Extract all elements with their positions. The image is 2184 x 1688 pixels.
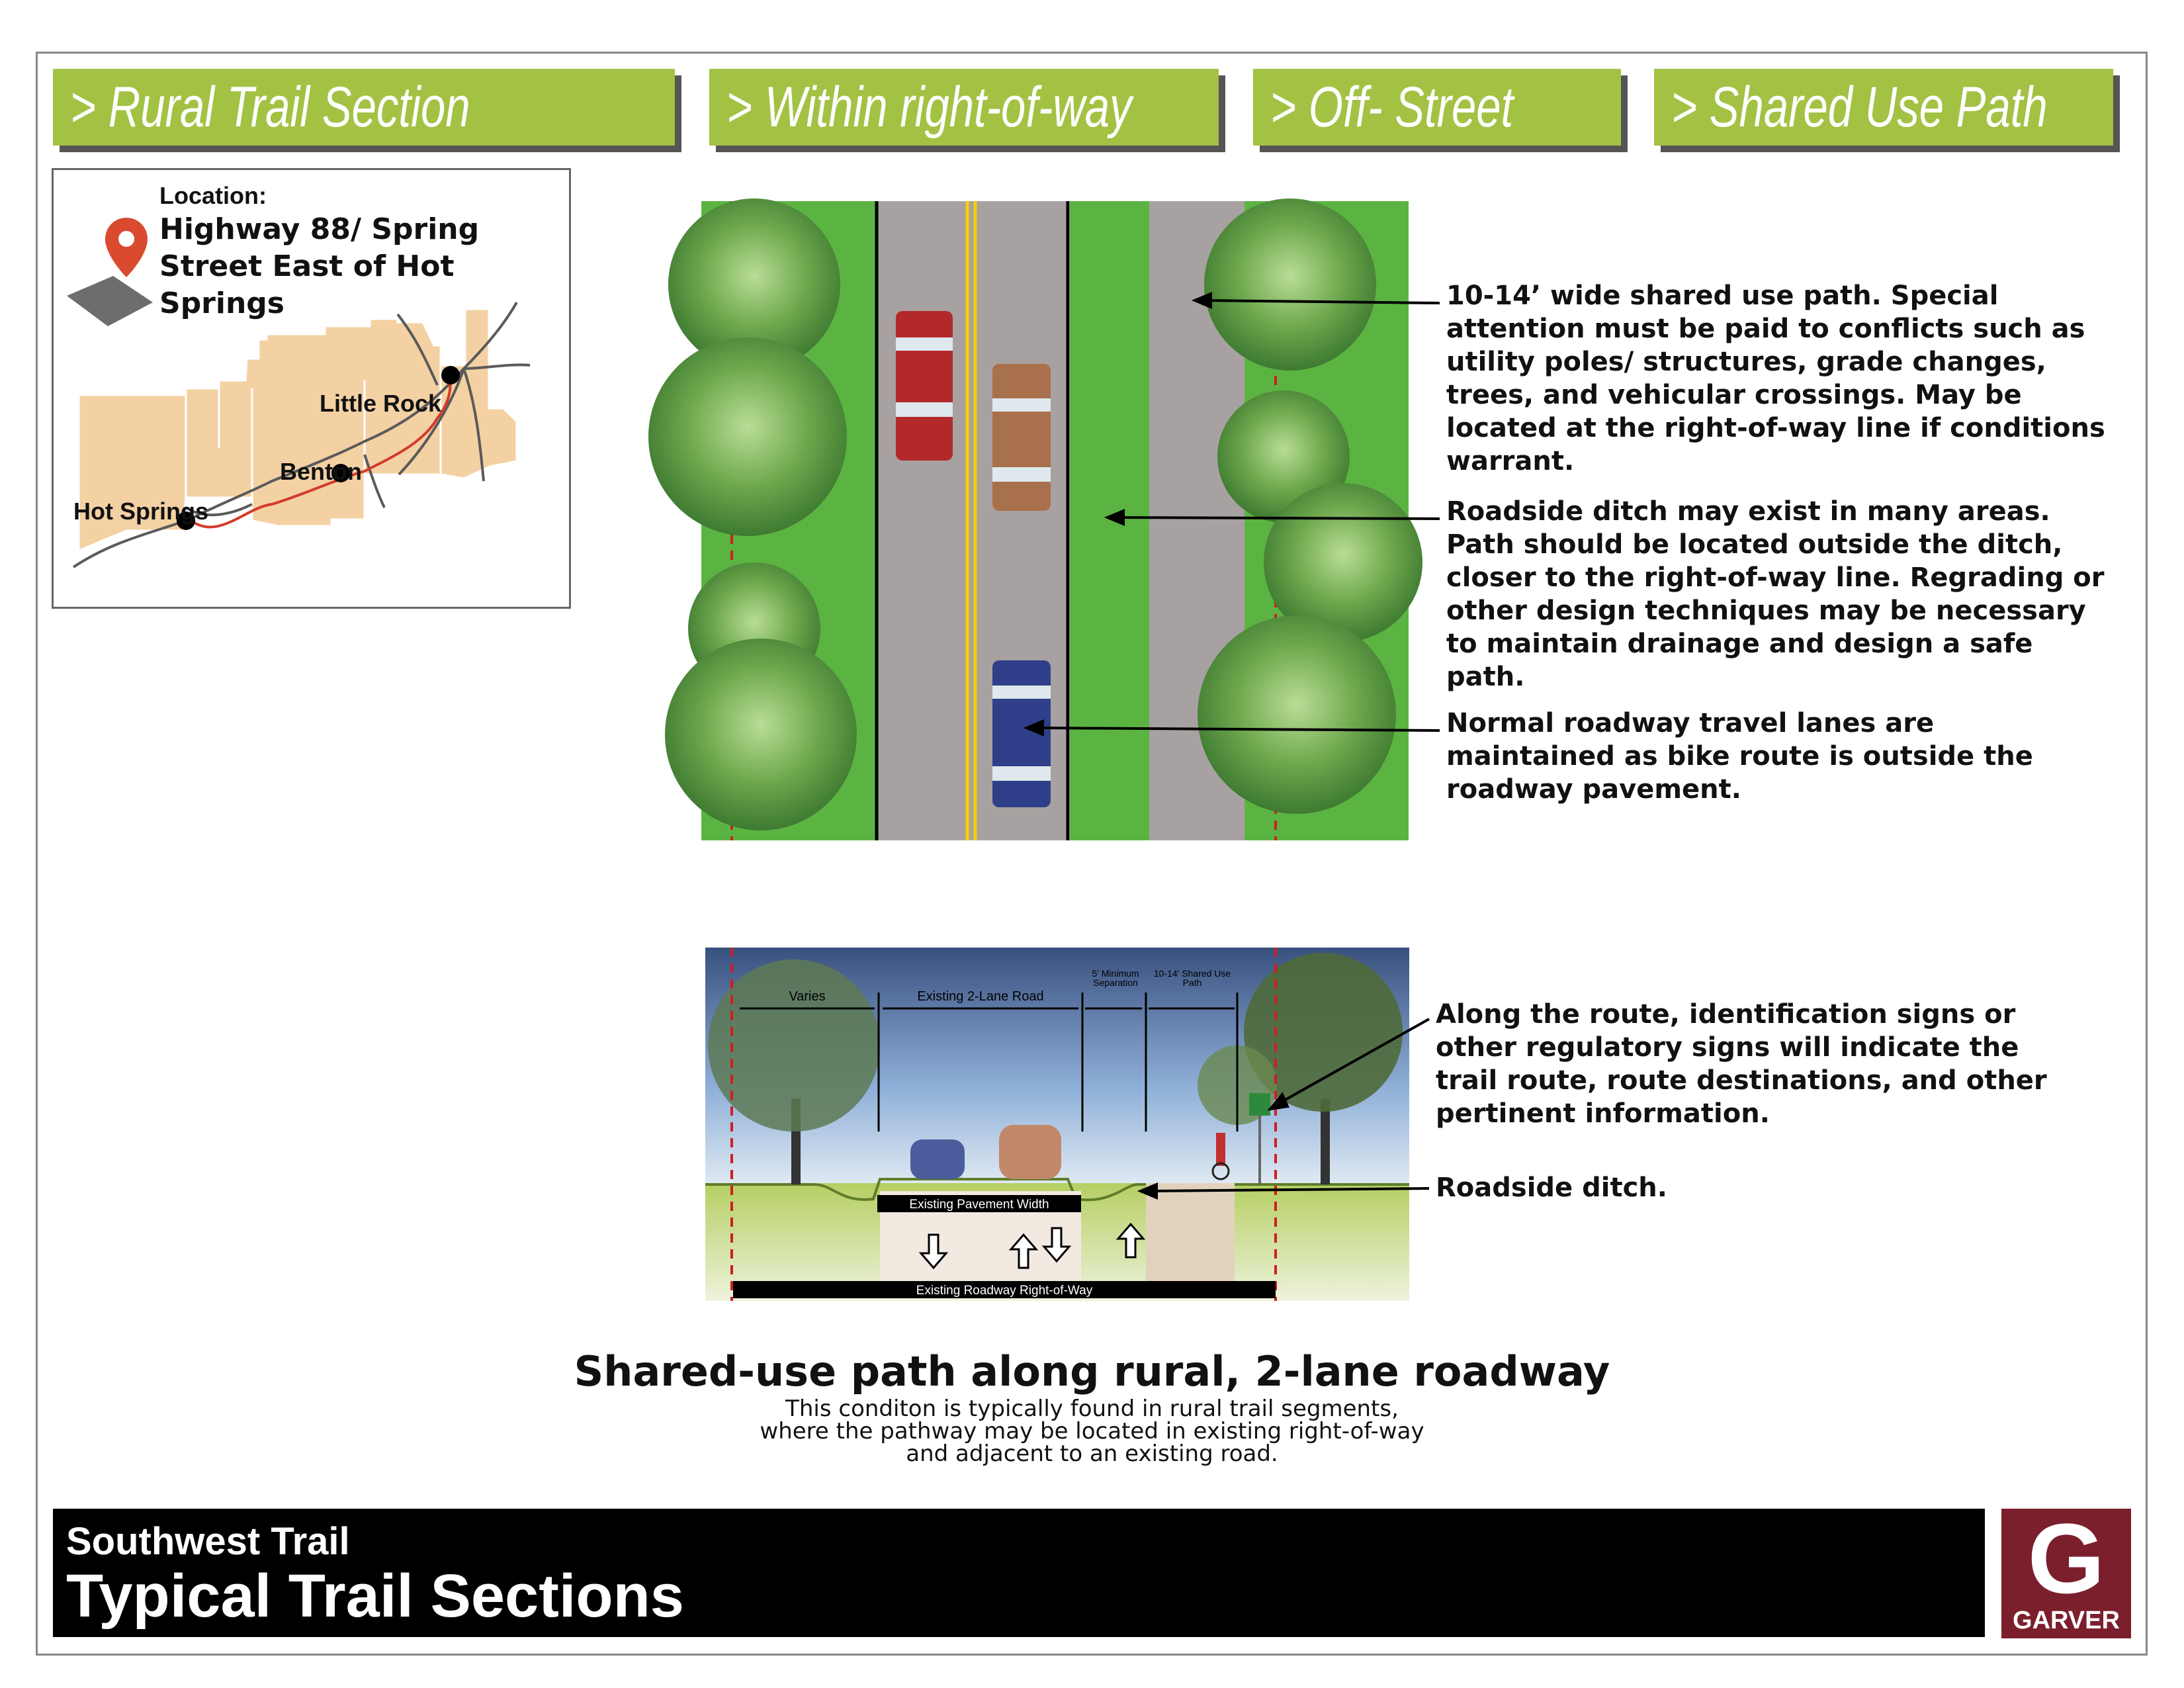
caption-subtitle: This conditon is typically found in rura… [0,1398,2184,1465]
tab-rural-trail-section: > Rural Trail Section [53,69,675,146]
tab-off-street: > Off- Street [1253,69,1621,146]
city-dot-hot-springs [177,511,195,530]
trees-left [648,199,857,830]
car-blue-icon [992,660,1051,807]
page-frame [36,52,2148,1656]
map-pin-icon [67,218,153,326]
dim-label-path: 10-14' Shared Use Path [1153,969,1231,988]
tab-label: > Rural Trail Section [70,75,470,139]
tab-label: > Shared Use Path [1671,75,2048,139]
cross-section-diagram: Varies Existing 2-Lane Road 5' Minimum S… [705,948,1430,1301]
highways [72,302,531,568]
bar-label-right-of-way: Existing Roadway Right-of-Way [916,1284,1093,1298]
bar-label-pavement: Existing Pavement Width [909,1198,1049,1212]
tab-label: > Off- Street [1270,75,1514,139]
car-brown-icon [992,364,1051,511]
tab-within-right-of-way: > Within right-of-way [709,69,1219,146]
footer-subtitle: Southwest Trail [66,1520,350,1563]
caption-line: where the pathway may be located in exis… [760,1418,1424,1444]
location-label: Location: [159,182,267,209]
city-dot-little-rock [441,366,460,384]
garver-logo-text: GARVER [2013,1607,2120,1634]
garver-logo-mark-icon: G [2027,1503,2105,1614]
trail-route [190,375,452,529]
garver-logo: G GARVER [2001,1509,2131,1638]
callout-ditch-section: Roadside ditch. [1436,1173,1667,1203]
ditch-grass [1070,201,1149,840]
plan-arrows [1023,292,1440,736]
trees-right [1198,199,1422,814]
city-label-benton: Benton [280,458,362,485]
dim-label-varies: Varies [789,989,825,1004]
tab-shared-use-path: > Shared Use Path [1654,69,2113,146]
city-label-little-rock: Little Rock [320,390,442,417]
callout-roadside-ditch: Roadside ditch may exist in many areas. … [1446,496,2105,692]
callout-shared-use-path: 10-14’ wide shared use path. Special att… [1446,281,2105,476]
city-label-hot-springs: Hot Springs [73,498,208,525]
location-map: Little Rock Benton Hot Springs [67,218,531,568]
dim-label-separation: 5' Minimum Separation [1092,969,1139,988]
callout-signs: Along the route, identification signs or… [1436,999,2047,1129]
location-map-box: Little Rock Benton Hot Springs Location:… [52,168,571,609]
location-text: Highway 88/ Spring Street East of Hot Sp… [159,212,480,320]
callout-travel-lanes: Normal roadway travel lanes are maintain… [1446,708,2033,805]
caption-line: This conditon is typically found in rura… [785,1396,1399,1422]
footer-title: Typical Trail Sections [66,1562,684,1630]
trail-sign-icon [1249,1093,1270,1116]
car-red-icon [896,311,953,461]
dim-label-road: Existing 2-Lane Road [917,989,1043,1004]
caption-line: and adjacent to an existing road. [906,1441,1278,1467]
city-dot-benton [331,464,350,482]
caption-title: Shared-use path along rural, 2-lane road… [574,1347,1610,1396]
region-shape [77,308,518,553]
tab-label: > Within right-of-way [726,75,1132,139]
footer-bar: Southwest Trail Typical Trail Sections [53,1509,1985,1637]
drainage-arrows [918,1222,1146,1270]
